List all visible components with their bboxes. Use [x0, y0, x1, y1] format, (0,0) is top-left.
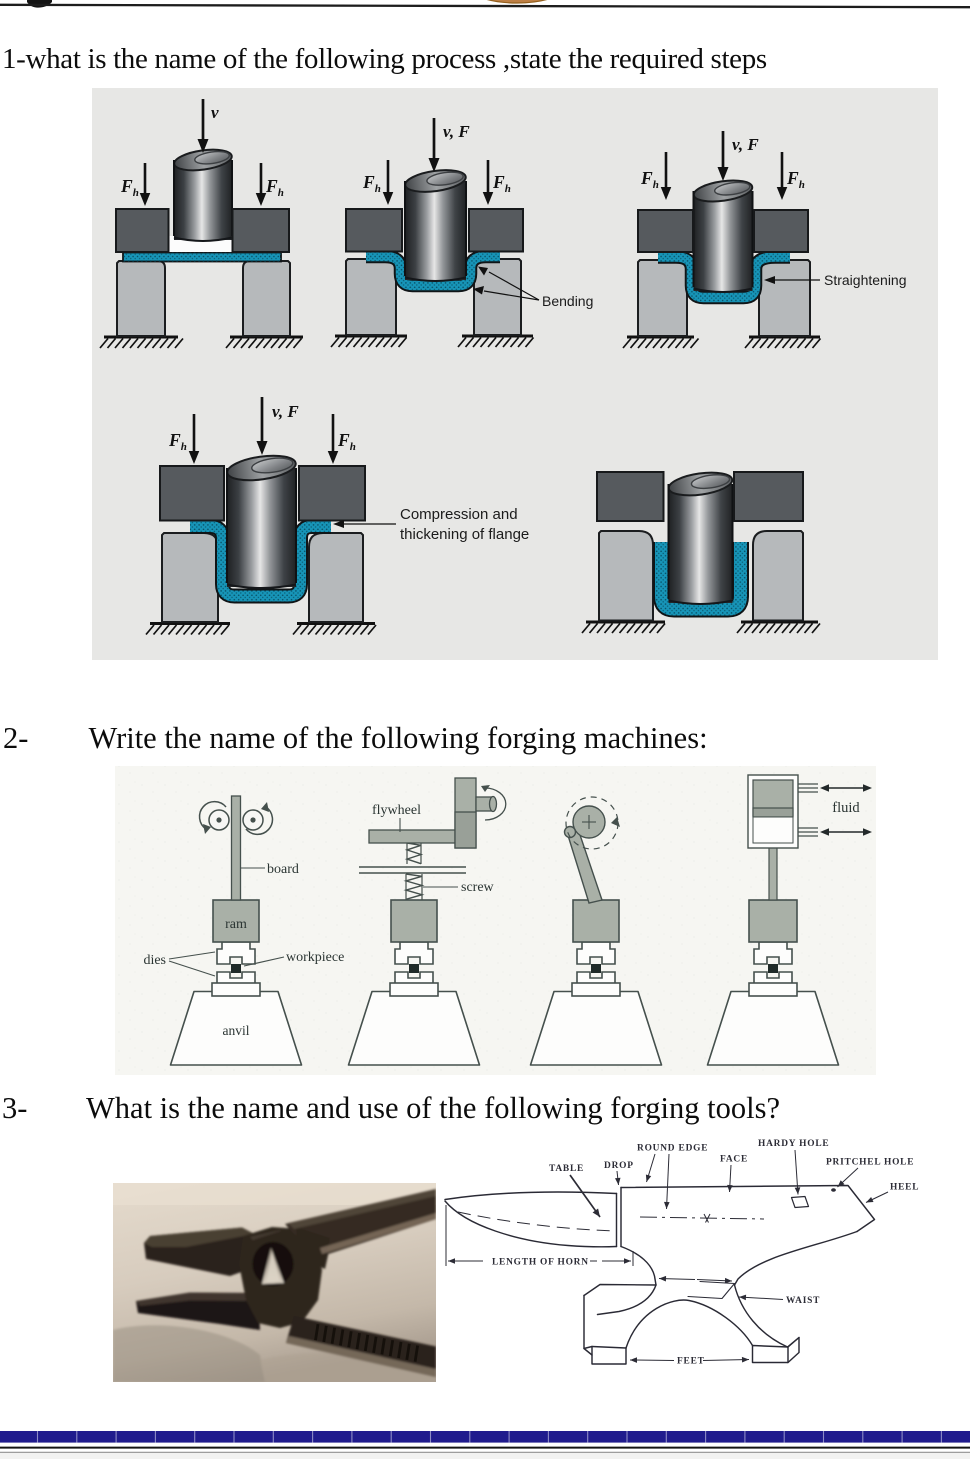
svg-text:HEEL: HEEL	[890, 1183, 919, 1193]
svg-text:v, F: v, F	[443, 122, 470, 141]
svg-text:flywheel: flywheel	[372, 803, 421, 818]
svg-text:thickening of flange: thickening of flange	[400, 526, 529, 543]
svg-text:PRITCHEL HOLE: PRITCHEL HOLE	[826, 1158, 914, 1168]
svg-text:Compression and: Compression and	[400, 506, 518, 523]
svg-text:TABLE: TABLE	[549, 1164, 584, 1174]
svg-text:Bending: Bending	[542, 293, 593, 309]
svg-text:board: board	[267, 862, 299, 877]
svg-text:screw: screw	[461, 880, 495, 895]
svg-text:HARDY HOLE: HARDY HOLE	[758, 1139, 829, 1149]
svg-text:DROP: DROP	[604, 1161, 634, 1171]
svg-text:anvil: anvil	[223, 1023, 250, 1038]
svg-text:v, F: v, F	[732, 135, 759, 154]
svg-text:Straightening: Straightening	[824, 272, 907, 288]
svg-text:v, F: v, F	[272, 402, 299, 421]
svg-text:v: v	[211, 103, 219, 122]
svg-text:LENGTH OF HORN: LENGTH OF HORN	[492, 1258, 589, 1268]
svg-text:WAIST: WAIST	[786, 1296, 820, 1306]
svg-text:FACE: FACE	[720, 1155, 748, 1165]
svg-text:ram: ram	[225, 917, 247, 932]
svg-text:workpiece: workpiece	[286, 950, 344, 965]
svg-text:ROUND EDGE: ROUND EDGE	[637, 1144, 708, 1154]
svg-text:dies: dies	[143, 953, 166, 968]
svg-text:FEET: FEET	[677, 1357, 705, 1367]
svg-text:fluid: fluid	[832, 800, 860, 816]
